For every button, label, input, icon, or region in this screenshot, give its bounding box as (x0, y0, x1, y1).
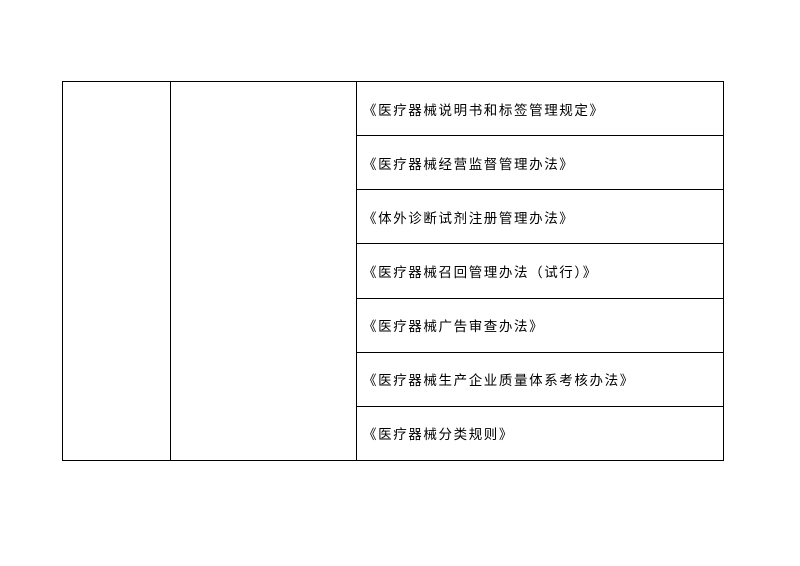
regulation-row: 《医疗器械经营监督管理办法》 (357, 136, 723, 191)
regulation-row: 《医疗器械生产企业质量体系考核办法》 (357, 353, 723, 407)
regulation-row: 《医疗器械说明书和标签管理规定》 (357, 82, 723, 137)
table-column-empty-2 (171, 82, 357, 460)
table-column-empty-1 (63, 82, 171, 460)
regulation-row: 《医疗器械召回管理办法（试行）》 (357, 244, 723, 299)
regulation-table: 《医疗器械说明书和标签管理规定》 《医疗器械经营监督管理办法》 《体外诊断试剂注… (62, 81, 724, 461)
regulation-list-column: 《医疗器械说明书和标签管理规定》 《医疗器械经营监督管理办法》 《体外诊断试剂注… (357, 82, 723, 460)
regulation-row: 《医疗器械分类规则》 (363, 427, 514, 444)
regulation-row: 《医疗器械广告审查办法》 (357, 299, 723, 353)
regulation-row: 《体外诊断试剂注册管理办法》 (357, 190, 723, 245)
